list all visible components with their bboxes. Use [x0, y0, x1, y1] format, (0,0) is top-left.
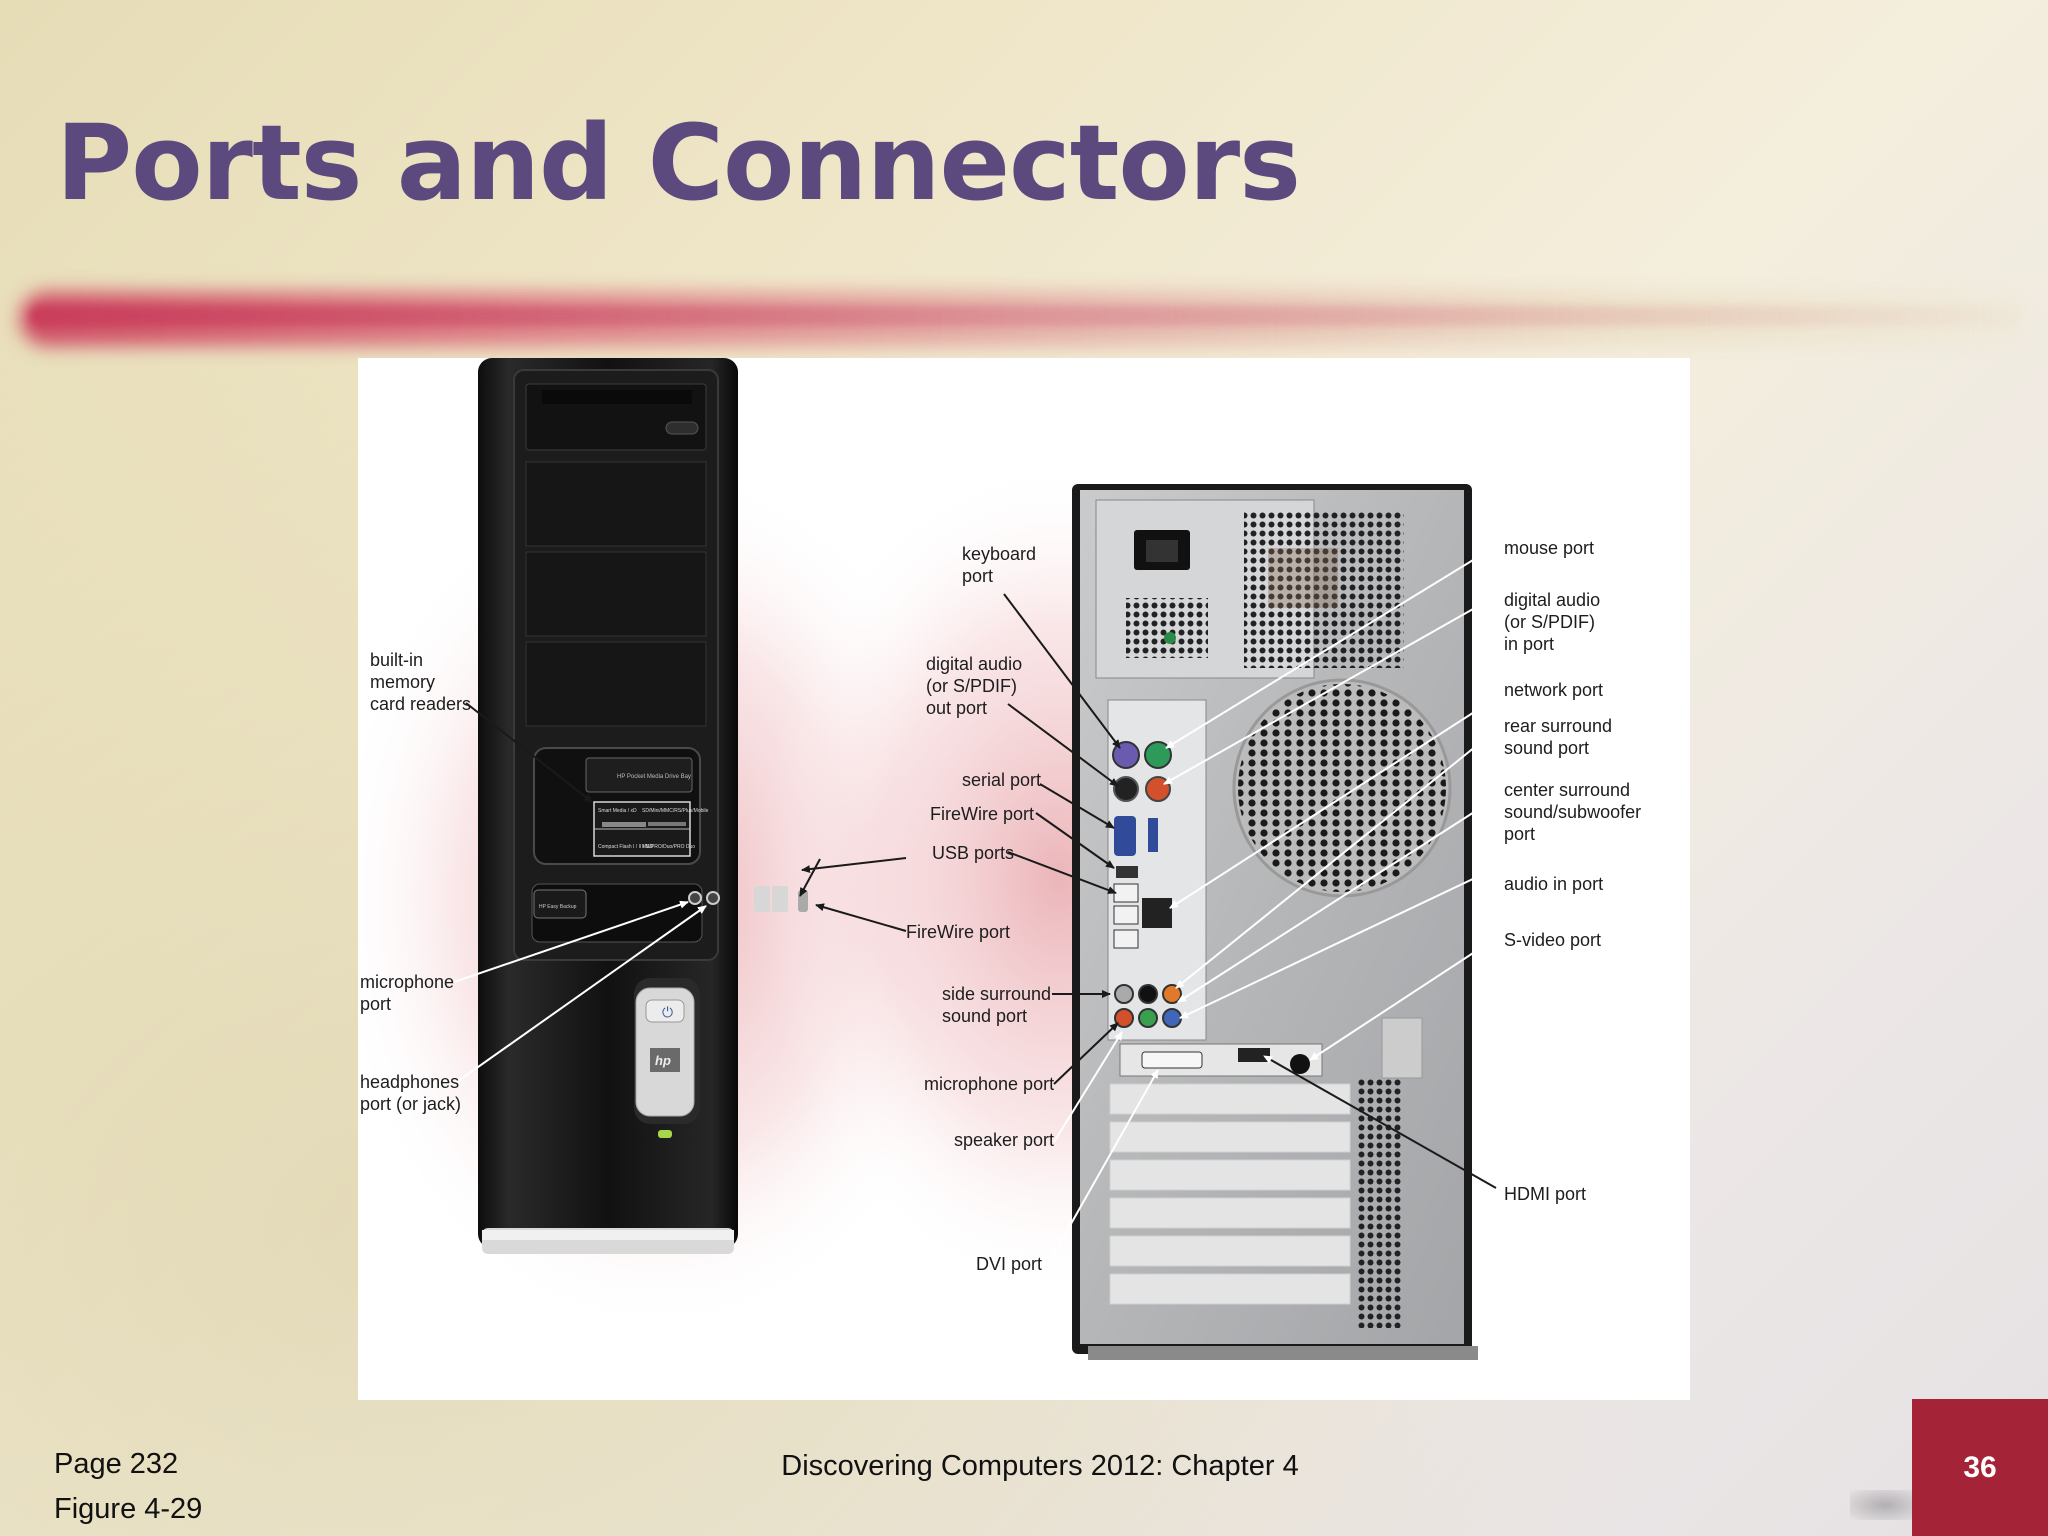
label-firewire-rear: FireWire port — [930, 804, 1034, 824]
reader-label-4: MS/PRO/Duo/PRO Duo — [642, 844, 695, 850]
slide-number-box: 36 — [1912, 1399, 2048, 1536]
rear-tower — [1072, 484, 1478, 1360]
label-front-microphone: microphone port — [360, 972, 459, 1014]
label-hdmi: HDMI port — [1504, 1184, 1586, 1204]
label-mouse: mouse port — [1504, 538, 1594, 558]
label-speaker: speaker port — [954, 1130, 1054, 1150]
reader-label-3: Compact Flash I / II / MD — [598, 844, 654, 850]
slide-title: Ports and Connectors — [56, 102, 1301, 224]
label-rear-microphone: microphone port — [924, 1074, 1054, 1094]
label-svideo: S-video port — [1504, 930, 1601, 950]
footer-page: Page 232 — [54, 1448, 179, 1480]
label-center-surround: center surround sound/subwoofer port — [1504, 780, 1646, 844]
power-icon: ⏻ — [662, 1004, 673, 1020]
drive-bay-text: HP Pocket Media Drive Bay — [617, 774, 691, 780]
label-firewire-front: FireWire port — [906, 922, 1010, 942]
label-rear-surround: rear surround sound port — [1504, 716, 1617, 758]
reader-label-2: SD/Mini/MMC/RS/Plus/Mobile — [642, 808, 709, 814]
easy-backup-text: HP Easy Backup — [539, 904, 577, 910]
label-network: network port — [1504, 680, 1603, 700]
leader-lines — [453, 593, 1159, 1269]
front-tower: HP Pocket Media Drive Bay Smart Media / … — [478, 358, 808, 1254]
label-digital-out: digital audio (or S/PDIF) out port — [926, 654, 1027, 718]
label-side-surround: side surround sound port — [942, 984, 1056, 1026]
label-serial: serial port — [962, 770, 1041, 790]
reader-label-1: Smart Media / xD — [598, 808, 637, 814]
label-digital-in: digital audio (or S/PDIF) in port — [1504, 590, 1605, 654]
label-headphones: headphones port (or jack) — [360, 1072, 464, 1114]
slide-number: 36 — [1963, 1450, 1997, 1484]
leader-lines-right — [1163, 545, 1497, 1061]
footer-chapter: Discovering Computers 2012: Chapter 4 — [781, 1450, 1299, 1482]
label-keyboard: keyboard port — [962, 544, 1041, 586]
footer-reference: Page 232 Figure 4-29 — [54, 1442, 202, 1532]
label-dvi: DVI port — [976, 1254, 1042, 1274]
footer-figure: Figure 4-29 — [54, 1493, 203, 1525]
label-card-readers: built-in memory card readers — [370, 650, 471, 714]
label-audio-in: audio in port — [1504, 874, 1603, 894]
hp-logo: hp — [655, 1053, 671, 1068]
hdmi-leader — [1263, 1055, 1497, 1189]
ports-figure-svg: HP Pocket Media Drive Bay Smart Media / … — [358, 358, 1646, 1360]
label-usb: USB ports — [932, 843, 1014, 863]
ports-figure: HP Pocket Media Drive Bay Smart Media / … — [358, 358, 1690, 1400]
decorative-stripe-core — [30, 306, 2020, 326]
corner-shadow — [1850, 1490, 1920, 1520]
